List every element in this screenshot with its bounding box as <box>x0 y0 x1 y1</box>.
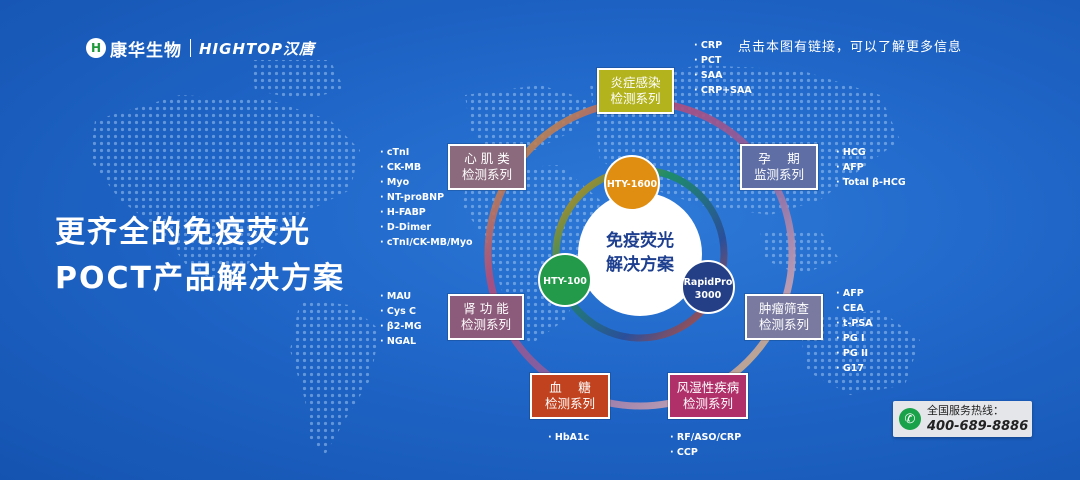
brand-name-en: HIGHTOP汉唐 <box>199 39 315 58</box>
rheumatism-analyte-list: RF/ASO/CRP CCP <box>670 430 741 460</box>
series-rheumatism-subtitle: 检测系列 <box>682 396 733 411</box>
instrument-hty100-label: HTY-100 <box>543 276 587 287</box>
analyte-item[interactable]: H-FABP <box>380 205 473 220</box>
series-cardiac-subtitle: 检测系列 <box>461 167 512 182</box>
series-rheumatism-title: 风湿性疾病 <box>676 380 740 395</box>
center-label-line-1: 免疫荧光 <box>606 230 674 251</box>
analyte-item[interactable]: CRP+SAA <box>694 83 752 98</box>
analyte-item[interactable]: SAA <box>694 68 752 83</box>
analyte-item[interactable]: HbA1c <box>548 430 589 445</box>
analyte-item[interactable]: CRP <box>694 38 752 53</box>
series-glucose-subtitle: 检测系列 <box>544 396 595 411</box>
series-pregnancy-subtitle: 监测系列 <box>753 167 804 182</box>
analyte-item[interactable]: AFP <box>836 160 906 175</box>
analyte-item[interactable]: RF/ASO/CRP <box>670 430 741 445</box>
series-cardiac-title: 心 肌 类 <box>464 151 510 166</box>
analyte-item[interactable]: t-PSA <box>836 316 873 331</box>
headline-line-2: POCT产品解决方案 <box>55 261 345 296</box>
series-inflammation-title: 炎症感染 <box>610 75 661 90</box>
glucose-analyte-list: HbA1c <box>548 430 589 445</box>
analyte-item[interactable]: Total β-HCG <box>836 175 906 190</box>
hotline-number[interactable]: 400-689-8886 <box>927 419 1029 434</box>
analyte-item[interactable]: HCG <box>836 145 906 160</box>
series-inflammation-button[interactable]: 炎症感染 检测系列 <box>597 68 674 114</box>
brand-logo-icon: H <box>86 38 106 58</box>
analyte-item[interactable]: CK-MB <box>380 160 473 175</box>
center-label-line-2: 解决方案 <box>606 254 675 275</box>
inflammation-analyte-list: CRP PCT SAA CRP+SAA <box>694 38 752 98</box>
series-glucose-button[interactable]: 血 糖 检测系列 <box>530 373 610 419</box>
series-renal-title: 肾 功 能 <box>463 301 509 316</box>
series-glucose-title: 血 糖 <box>549 380 591 395</box>
series-tumor-title: 肿瘤筛查 <box>758 301 809 316</box>
phone-icon: ✆ <box>899 408 921 430</box>
renal-analyte-list: MAU Cys C β2-MG NGAL <box>380 289 422 349</box>
analyte-item[interactable]: MAU <box>380 289 422 304</box>
instrument-hty1600[interactable]: HTY-1600 <box>604 155 660 211</box>
brand-name-cn: 康华生物 <box>110 40 182 61</box>
analyte-item[interactable]: cTnI/CK-MB/Myo <box>380 235 473 250</box>
analyte-item[interactable]: NGAL <box>380 334 422 349</box>
instrument-hty1600-label: HTY-1600 <box>607 179 658 190</box>
analyte-item[interactable]: β2-MG <box>380 319 422 334</box>
instrument-rapidpro-label-line-1: RapidPro <box>684 277 733 288</box>
instrument-hty100[interactable]: HTY-100 <box>538 253 592 307</box>
logo-divider <box>190 39 191 57</box>
instrument-rapidpro3000[interactable]: RapidPro 3000 <box>681 260 735 314</box>
analyte-item[interactable]: AFP <box>836 286 873 301</box>
analyte-item[interactable]: Cys C <box>380 304 422 319</box>
series-pregnancy-title: 孕 期 <box>758 151 800 166</box>
instrument-rapidpro-label-line-2: 3000 <box>695 290 722 301</box>
headline-line-1: 更齐全的免疫荧光 <box>55 215 311 250</box>
analyte-item[interactable]: PG I <box>836 331 873 346</box>
analyte-item[interactable]: CEA <box>836 301 873 316</box>
service-hotline[interactable]: ✆ 全国服务热线： 400-689-8886 <box>893 401 1032 437</box>
analyte-item[interactable]: cTnI <box>380 145 473 160</box>
link-note: 点击本图有链接，可以了解更多信息 <box>738 40 963 55</box>
series-rheumatism-button[interactable]: 风湿性疾病 检测系列 <box>668 373 748 419</box>
hotline-label: 全国服务热线： <box>927 404 1004 417</box>
center-circle[interactable] <box>578 192 702 316</box>
analyte-item[interactable]: CCP <box>670 445 741 460</box>
analyte-item[interactable]: NT-proBNP <box>380 190 473 205</box>
analyte-item[interactable]: PCT <box>694 53 752 68</box>
analyte-item[interactable]: Myo <box>380 175 473 190</box>
series-pregnancy-button[interactable]: 孕 期 监测系列 <box>740 144 818 190</box>
series-renal-subtitle: 检测系列 <box>460 317 511 332</box>
analyte-item[interactable]: D-Dimer <box>380 220 473 235</box>
analyte-item[interactable]: G17 <box>836 361 873 376</box>
series-renal-button[interactable]: 肾 功 能 检测系列 <box>448 294 524 340</box>
series-tumor-subtitle: 检测系列 <box>758 317 809 332</box>
brand-logo[interactable]: H 康华生物 HIGHTOP汉唐 <box>86 35 315 61</box>
analyte-item[interactable]: PG II <box>836 346 873 361</box>
series-tumor-button[interactable]: 肿瘤筛查 检测系列 <box>745 294 823 340</box>
cardiac-analyte-list: cTnI CK-MB Myo NT-proBNP H-FABP D-Dimer … <box>380 145 473 250</box>
pregnancy-analyte-list: HCG AFP Total β-HCG <box>836 145 906 190</box>
hotline-text: 全国服务热线： 400-689-8886 <box>927 403 1028 435</box>
tumor-analyte-list: AFP CEA t-PSA PG I PG II G17 <box>836 286 873 376</box>
series-inflammation-subtitle: 检测系列 <box>610 91 661 106</box>
